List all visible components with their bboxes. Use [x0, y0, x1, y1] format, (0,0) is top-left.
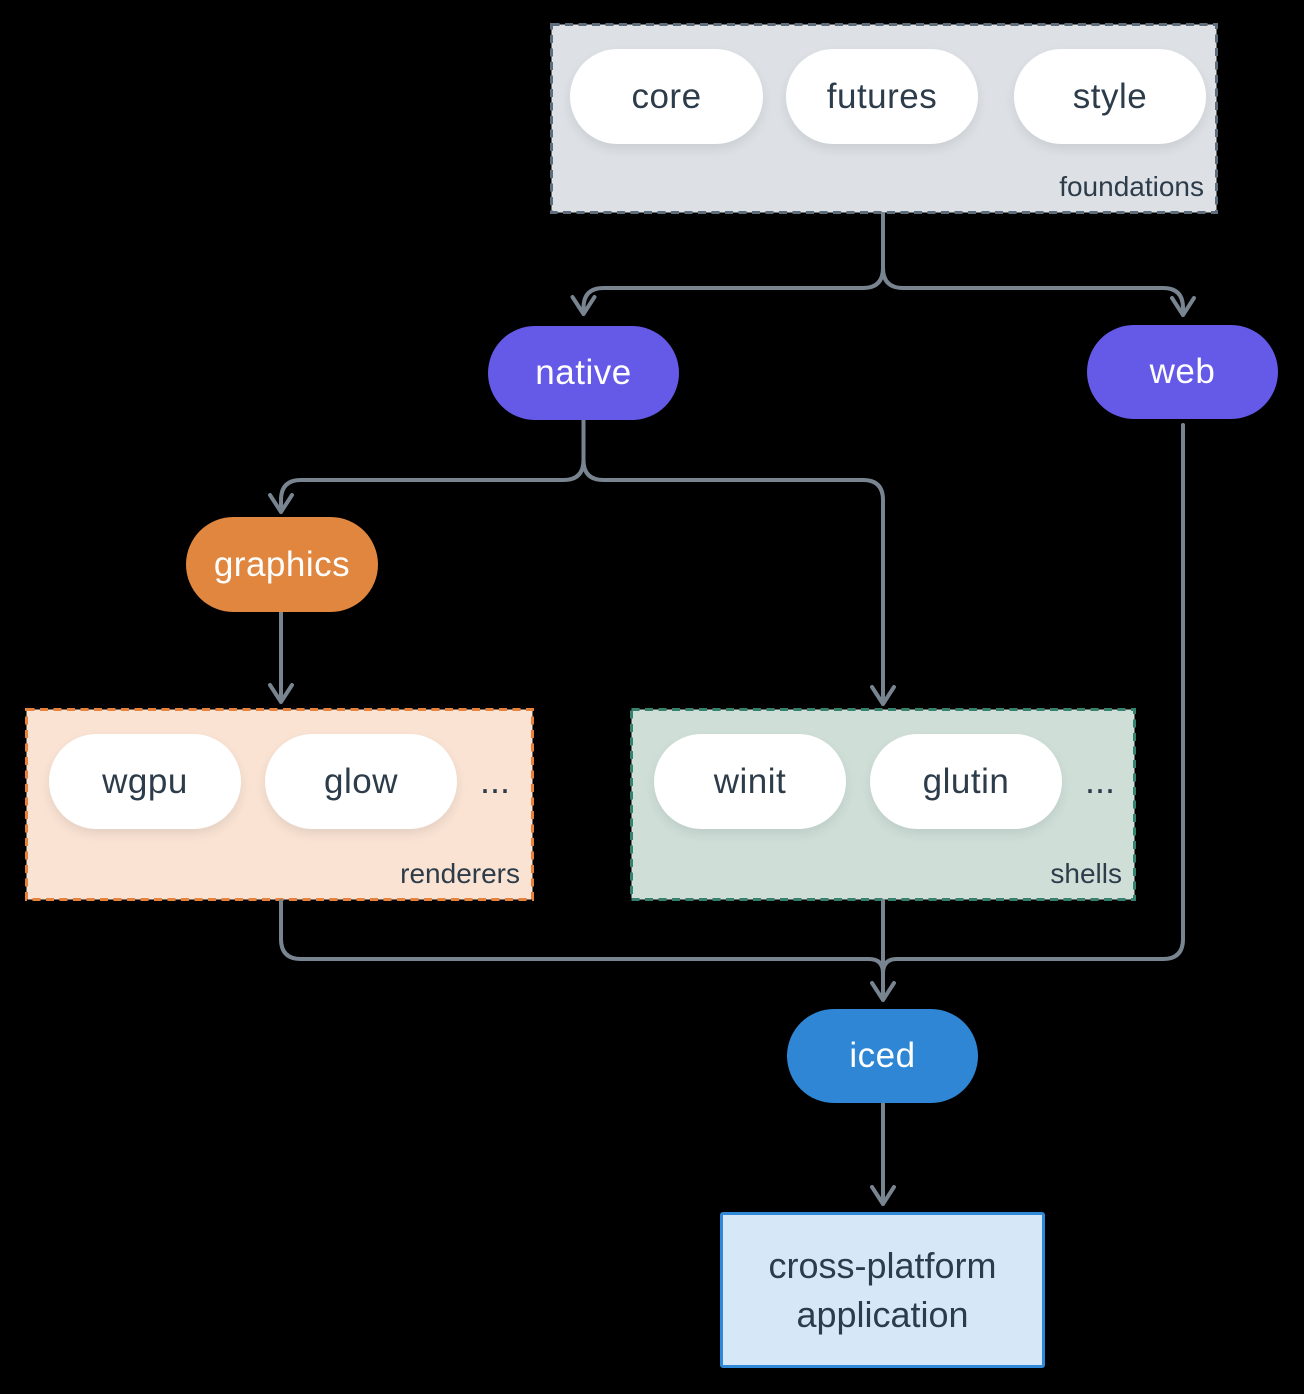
node-cross-platform-application-label: cross-platform application — [768, 1245, 997, 1335]
node-native: native — [488, 326, 679, 420]
node-style-label: style — [1072, 76, 1148, 116]
node-graphics: graphics — [186, 517, 378, 612]
node-glutin: glutin — [870, 734, 1062, 829]
edge-shells-iced — [870, 899, 896, 1002]
node-native-label: native — [535, 353, 632, 392]
edge-native-shells — [581, 417, 896, 706]
node-winit-label: winit — [713, 761, 787, 801]
node-core: core — [570, 49, 763, 144]
node-web-label: web — [1149, 352, 1216, 391]
group-foundations-label: foundations — [1059, 171, 1204, 202]
edge-foundations-web — [881, 212, 1196, 317]
node-graphics-label: graphics — [213, 544, 351, 584]
edge-graphics-renderers — [268, 610, 294, 704]
node-web: web — [1087, 325, 1278, 419]
node-cross-platform-application: cross-platform application — [720, 1212, 1045, 1368]
edge-native-graphics — [268, 417, 586, 514]
node-iced-label: iced — [849, 1036, 916, 1075]
node-futures-label: futures — [826, 76, 938, 116]
node-glutin-label: glutin — [922, 761, 1010, 801]
edge-foundations-native — [570, 212, 885, 316]
edge-renderers-merge — [279, 899, 885, 975]
renderers-ellipsis: ... — [479, 760, 510, 801]
edge-iced-app — [870, 1101, 896, 1206]
shells-ellipsis: ... — [1084, 760, 1115, 801]
node-futures: futures — [786, 49, 978, 144]
group-renderers-label: renderers — [400, 858, 520, 889]
group-shells-label: shells — [1050, 858, 1122, 889]
node-wgpu: wgpu — [49, 734, 241, 829]
node-style: style — [1014, 49, 1206, 144]
node-glow: glow — [265, 734, 457, 829]
node-winit: winit — [654, 734, 846, 829]
node-wgpu-label: wgpu — [102, 761, 188, 801]
node-glow-label: glow — [324, 761, 398, 801]
node-iced: iced — [787, 1009, 978, 1103]
node-core-label: core — [631, 76, 702, 116]
